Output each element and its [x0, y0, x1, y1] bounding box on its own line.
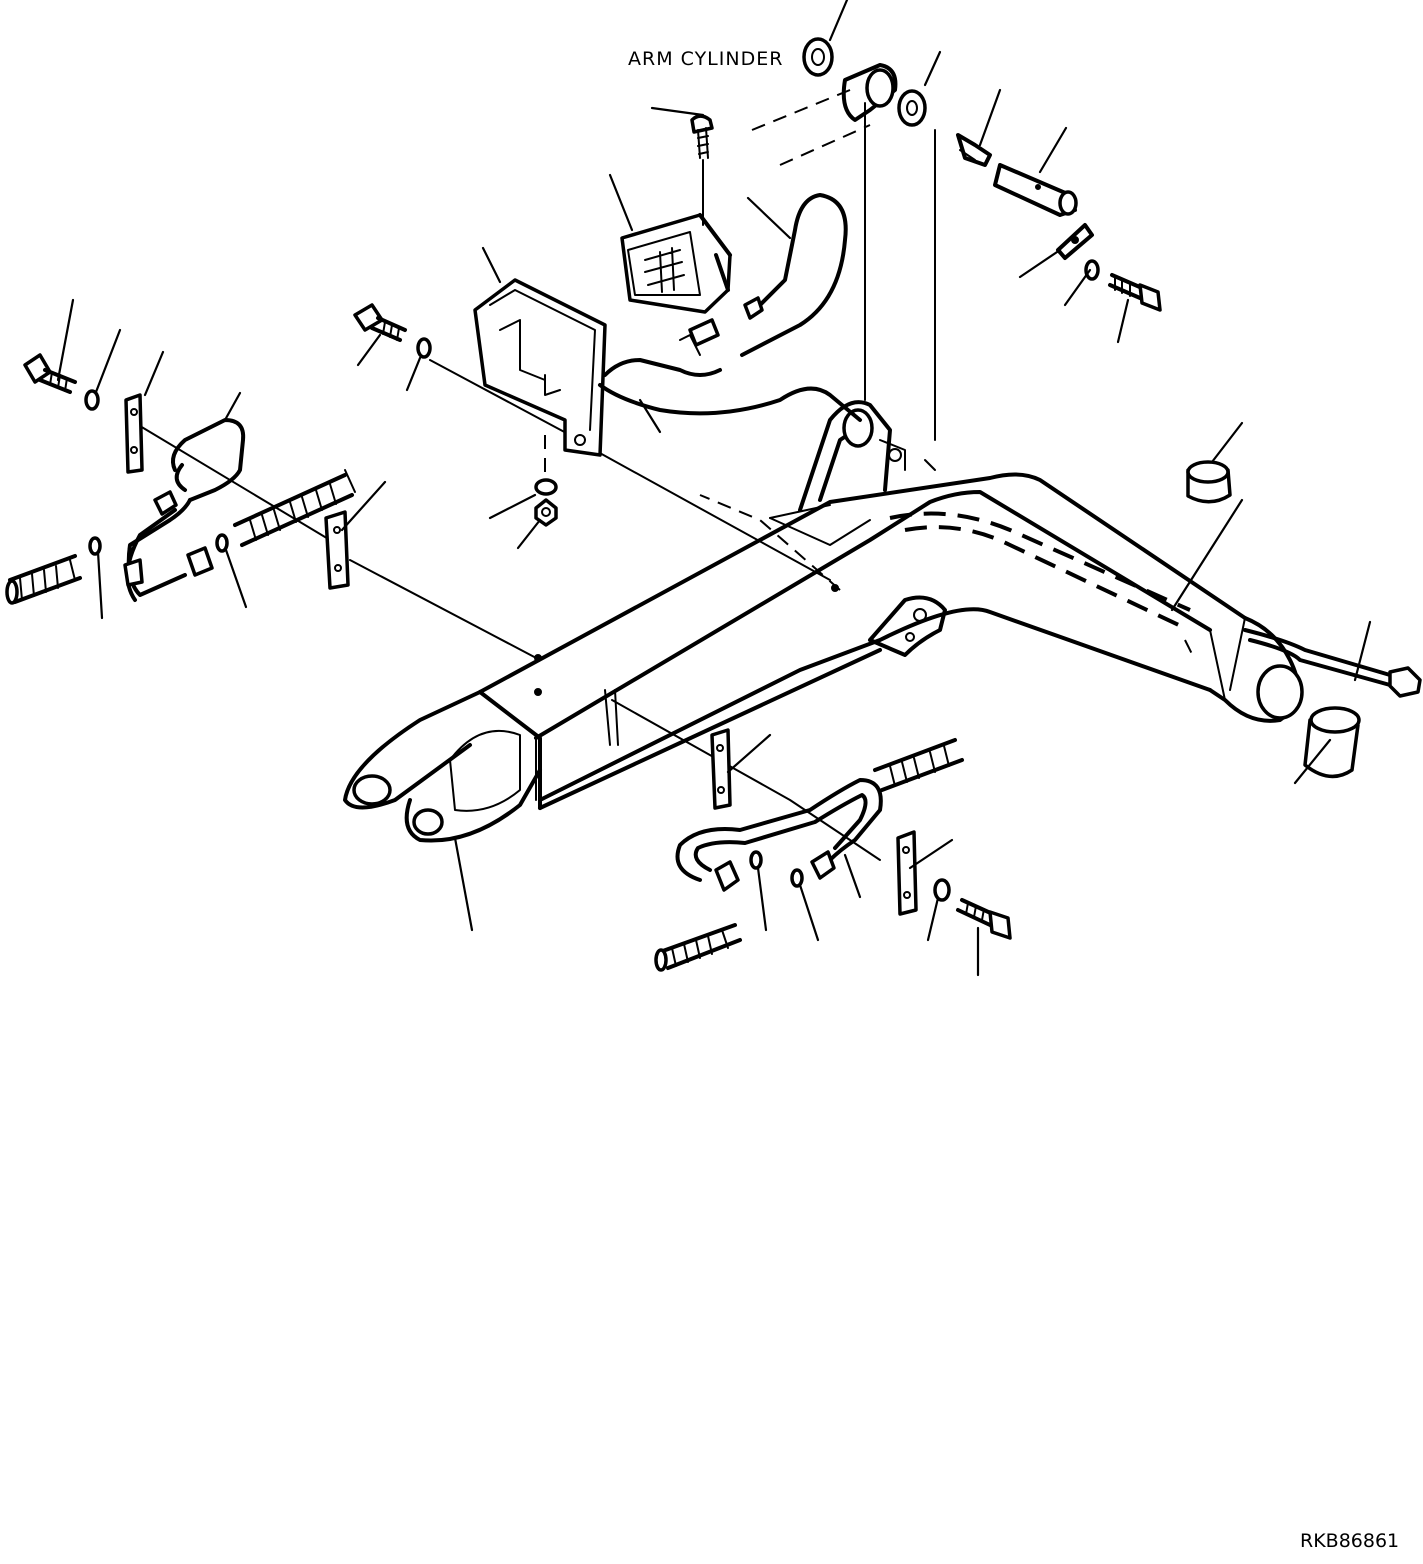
bracket-nut — [534, 498, 558, 527]
assembly-centerlines — [129, 89, 936, 861]
bolt-lock — [1108, 273, 1162, 312]
right-oring-b — [790, 868, 804, 888]
right-washer — [933, 878, 951, 902]
washer-top-left — [802, 37, 834, 77]
grease-fitting — [956, 133, 992, 167]
bracket-bolt — [353, 303, 407, 342]
boom-harness — [1243, 628, 1422, 698]
right-clamp-a — [710, 728, 732, 810]
left-hose-b — [233, 469, 356, 547]
bushing-upper — [1186, 460, 1232, 504]
right-clamp-b — [896, 830, 918, 916]
left-washer — [84, 389, 100, 411]
lamp-harness — [598, 193, 862, 422]
right-bolt — [956, 898, 1012, 940]
right-oring-a — [749, 850, 763, 870]
left-clamp-b — [324, 510, 350, 590]
bracket-washer-lower — [534, 478, 558, 496]
lock-plate — [1056, 223, 1094, 260]
cylinder-pin — [841, 63, 898, 122]
washer-top-right — [897, 89, 927, 127]
left-tube — [123, 418, 246, 602]
boom-assembly — [343, 400, 1304, 843]
work-lamp — [620, 213, 732, 314]
left-clamp — [124, 393, 144, 474]
arm-cylinder-label: ARM CYLINDER — [628, 48, 784, 70]
left-bolt — [23, 353, 77, 394]
lamp-bracket — [473, 278, 607, 457]
right-hose-a — [873, 738, 964, 792]
left-oring-b — [215, 533, 229, 553]
bracket-washer — [416, 337, 432, 359]
right-hose-b — [654, 923, 742, 972]
right-tube — [675, 778, 883, 892]
left-hose-a — [5, 554, 82, 605]
left-oring-a — [88, 536, 102, 556]
leader-lines — [56, 0, 1372, 977]
rear-pin — [993, 163, 1078, 217]
washer-lock — [1084, 259, 1100, 281]
bushing-lower — [1303, 706, 1361, 779]
lamp-bolt — [690, 114, 714, 226]
drawing-code-label: RKB86861 — [1300, 1530, 1400, 1552]
